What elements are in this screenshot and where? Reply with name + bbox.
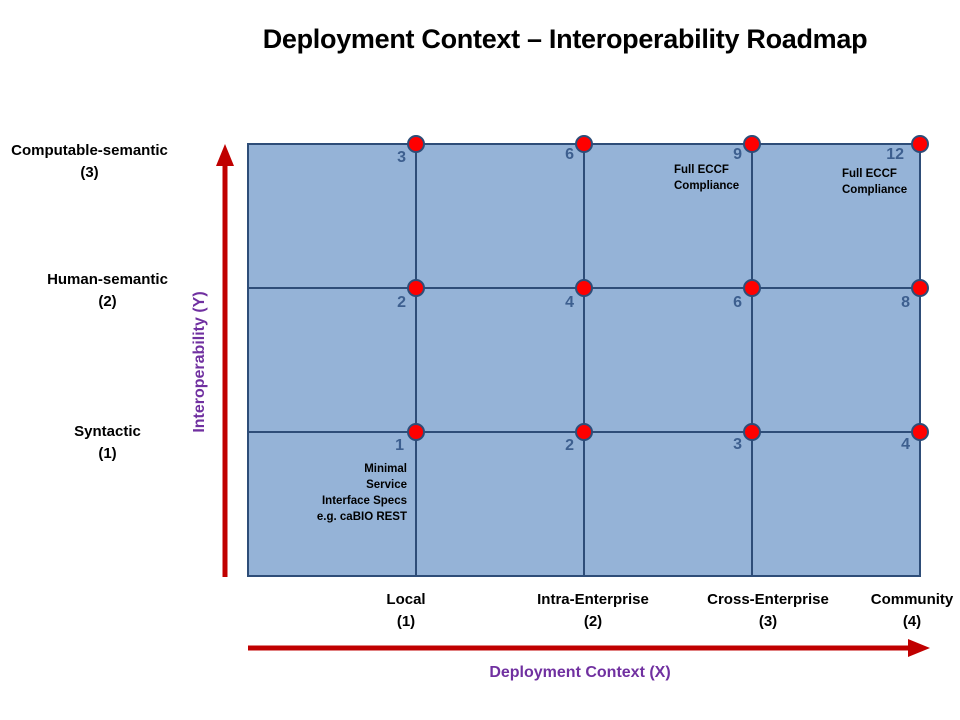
note-eccf-cell-9: Full ECCF Compliance [674,162,739,194]
y-level-1: Syntactic (1) [0,421,215,465]
x-level-1-name: Local [386,591,426,608]
marker-1-4 [911,423,929,441]
cell-2-3-number: 6 [733,294,742,311]
y-level-1-value: (1) [98,445,117,462]
x-level-3: Cross-Enterprise (3) [678,589,858,633]
note-minimal-line-3: Interface Specs [321,495,407,507]
x-level-4-value: (4) [902,613,922,630]
y-level-2: Human-semantic (2) [0,269,215,313]
note-minimal-line-4: e.g. caBIO REST [316,511,407,523]
cell-3-2-number: 6 [565,146,574,163]
x-level-1-value: (1) [396,613,416,630]
x-level-2: Intra-Enterprise (2) [503,589,683,633]
x-level-3-name: Cross-Enterprise [707,591,829,608]
x-level-4-name: Community [870,591,954,608]
x-level-1: Local (1) [316,589,496,633]
x-level-3-value: (3) [758,613,778,630]
marker-3-3 [743,135,761,153]
y-level-3-name: Computable-semantic [11,142,168,159]
y-level-3-value: (3) [80,164,99,181]
marker-1-1 [407,423,425,441]
cell-1-1-number: 1 [395,437,404,454]
y-level-2-value: (2) [98,293,117,310]
y-axis-arrow [216,144,234,577]
y-axis-title: Interoperability (Y) [191,291,208,433]
cell-1-3-number: 3 [733,436,742,453]
cell-3-4-number: 12 [886,146,904,163]
cell-2-4-number: 8 [901,294,910,311]
markers [407,135,929,441]
cell-1-4-number: 4 [901,436,910,453]
marker-2-4 [911,279,929,297]
x-axis-title: Deployment Context (X) [489,664,671,681]
marker-3-2 [575,135,593,153]
note-eccf-9-line-2: Compliance [674,180,740,192]
x-level-2-name: Intra-Enterprise [537,591,649,608]
cell-2-1-number: 2 [397,294,406,311]
marker-1-3 [743,423,761,441]
marker-2-2 [575,279,593,297]
note-eccf-12-line-1: Full ECCF [842,168,897,180]
x-axis-arrow [248,639,930,657]
cell-3-3-number: 9 [733,146,742,163]
note-minimal-line-1: Minimal [364,463,407,475]
marker-3-4 [911,135,929,153]
note-eccf-12-line-2: Compliance [842,184,908,196]
page-title: Deployment Context – Interoperability Ro… [262,24,868,54]
note-eccf-9-line-1: Full ECCF [674,164,729,176]
cell-3-1-number: 3 [397,149,406,166]
marker-2-1 [407,279,425,297]
y-level-3: Computable-semantic (3) [0,140,197,184]
y-level-2-name: Human-semantic [47,271,168,288]
cell-2-2-number: 4 [565,294,574,311]
note-minimal-service: Minimal Service Interface Specs e.g. caB… [290,461,407,525]
marker-3-1 [407,135,425,153]
x-level-4: Community (4) [862,589,960,633]
y-level-1-name: Syntactic [74,423,141,440]
note-eccf-cell-12: Full ECCF Compliance [842,166,907,198]
note-minimal-line-2: Service [366,479,407,491]
marker-2-3 [743,279,761,297]
marker-1-2 [575,423,593,441]
x-level-2-value: (2) [583,613,603,630]
cell-1-2-number: 2 [565,437,574,454]
